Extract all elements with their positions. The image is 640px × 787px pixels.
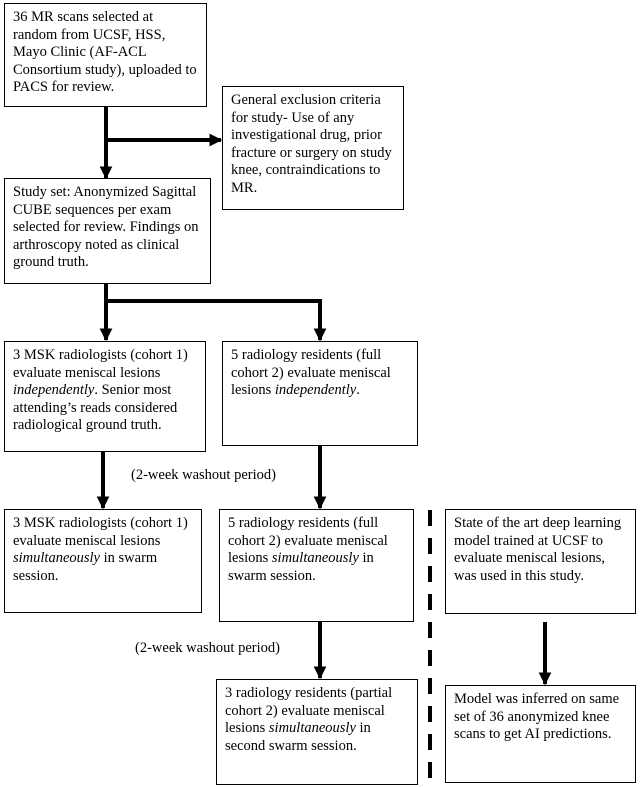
msk-swarm-emphasis: simultaneously [13,550,100,567]
msk-independent-text-end: . Senior most attending’s reads consider… [13,382,178,434]
residents-swarm-emphasis: simultaneously [271,550,359,567]
partial-swarm-text-end: in second swarm session. [225,720,371,754]
box-mr-scans: 36 MR scans selected at random from UCSF… [4,3,207,107]
residents-independent-emphasis: independently [274,382,357,399]
residents-swarm-text: 5 radiology residents (full cohort 2) ev… [228,515,388,567]
box-residents-swarm: 5 radiology residents (full cohort 2) ev… [219,509,414,622]
washout-label-2: (2-week washout period) [135,640,280,656]
box-ai-inference: Model was inferred on same set of 36 ano… [445,685,636,783]
msk-independent-emphasis: independently [13,382,95,399]
residents-swarm-text-end: in swarm session. [228,550,374,584]
msk-swarm-text-end: in swarm session. [13,550,158,584]
box-msk-independent: 3 MSK radiologists (cohort 1) evaluate m… [4,341,206,452]
box-partial-swarm: 3 radiology residents (partial cohort 2)… [216,679,418,785]
box-residents-independent: 5 radiology residents (full cohort 2) ev… [222,341,418,446]
msk-swarm-text: 3 MSK radiologists (cohort 1) evaluate m… [13,515,188,549]
box-ai-model: State of the art deep learning model tra… [445,509,636,614]
box-exclusion-criteria: General exclusion criteria for study- Us… [222,86,404,210]
washout-label-1: (2-week washout period) [131,467,276,483]
residents-independent-text-end: . [356,382,360,399]
partial-swarm-text: 3 radiology residents (partial cohort 2)… [225,685,393,737]
box-study-set: Study set: Anonymized Sagittal CUBE sequ… [4,178,211,284]
residents-independent-text: 5 radiology residents (full cohort 2) ev… [231,347,391,399]
partial-swarm-emphasis: simultaneously [268,720,356,737]
msk-independent-text: 3 MSK radiologists (cohort 1) evaluate m… [13,347,188,381]
box-msk-swarm: 3 MSK radiologists (cohort 1) evaluate m… [4,509,202,613]
